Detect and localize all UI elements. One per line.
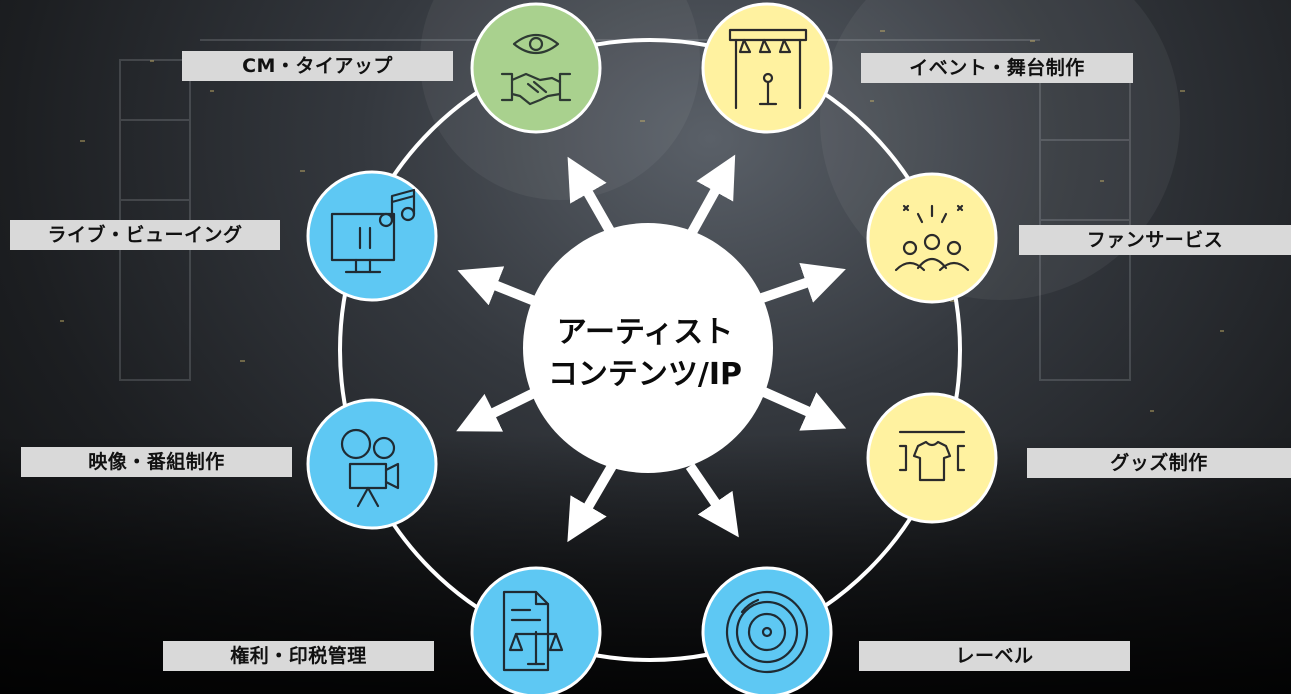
node-video — [306, 398, 438, 530]
vinyl-record-icon — [725, 590, 809, 674]
center-circle — [523, 223, 773, 473]
center-label-line2: コンテンツ/IP — [547, 357, 743, 392]
label-video: 映像・番組制作 — [21, 447, 292, 477]
label-label: レーベル — [859, 641, 1130, 671]
node-rights — [470, 566, 602, 694]
node-event-stage — [701, 2, 833, 134]
arrow-right-lower — [761, 387, 847, 431]
label-rights: 権利・印税管理 — [163, 641, 434, 671]
arrow-top-left — [567, 156, 619, 241]
arrow-bottom-left — [567, 463, 617, 543]
center-label-line1: アーティスト — [556, 315, 734, 350]
stage-microphone-icon — [728, 28, 808, 110]
document-scale-icon — [502, 590, 564, 672]
arrow-left-lower — [456, 387, 539, 432]
arrows — [456, 154, 847, 543]
arrow-top-right — [685, 154, 736, 239]
label-live-viewing: ライブ・ビューイング — [10, 220, 280, 250]
outer-ring — [338, 38, 962, 662]
label-goods: グッズ制作 — [1027, 448, 1291, 478]
node-cm-tieup — [470, 2, 602, 134]
label-fan-service: ファンサービス — [1019, 225, 1291, 255]
tshirt-merch-icon — [898, 430, 966, 482]
arrow-left-upper — [457, 266, 539, 307]
arrow-bottom-right — [685, 463, 739, 538]
label-cm-tieup: CM・タイアップ — [182, 51, 453, 81]
fans-celebration-icon — [894, 204, 970, 272]
arrow-right-upper — [760, 262, 846, 303]
node-label — [701, 566, 833, 694]
node-fan-service — [866, 172, 998, 304]
label-event-stage: イベント・舞台制作 — [861, 53, 1133, 83]
node-live-viewing — [306, 170, 438, 302]
video-camera-icon — [340, 428, 400, 508]
monitor-music-icon — [330, 188, 416, 274]
center-label: アーティスト コンテンツ/IP — [525, 312, 765, 396]
eye-handshake-icon — [500, 33, 572, 106]
node-goods — [866, 392, 998, 524]
